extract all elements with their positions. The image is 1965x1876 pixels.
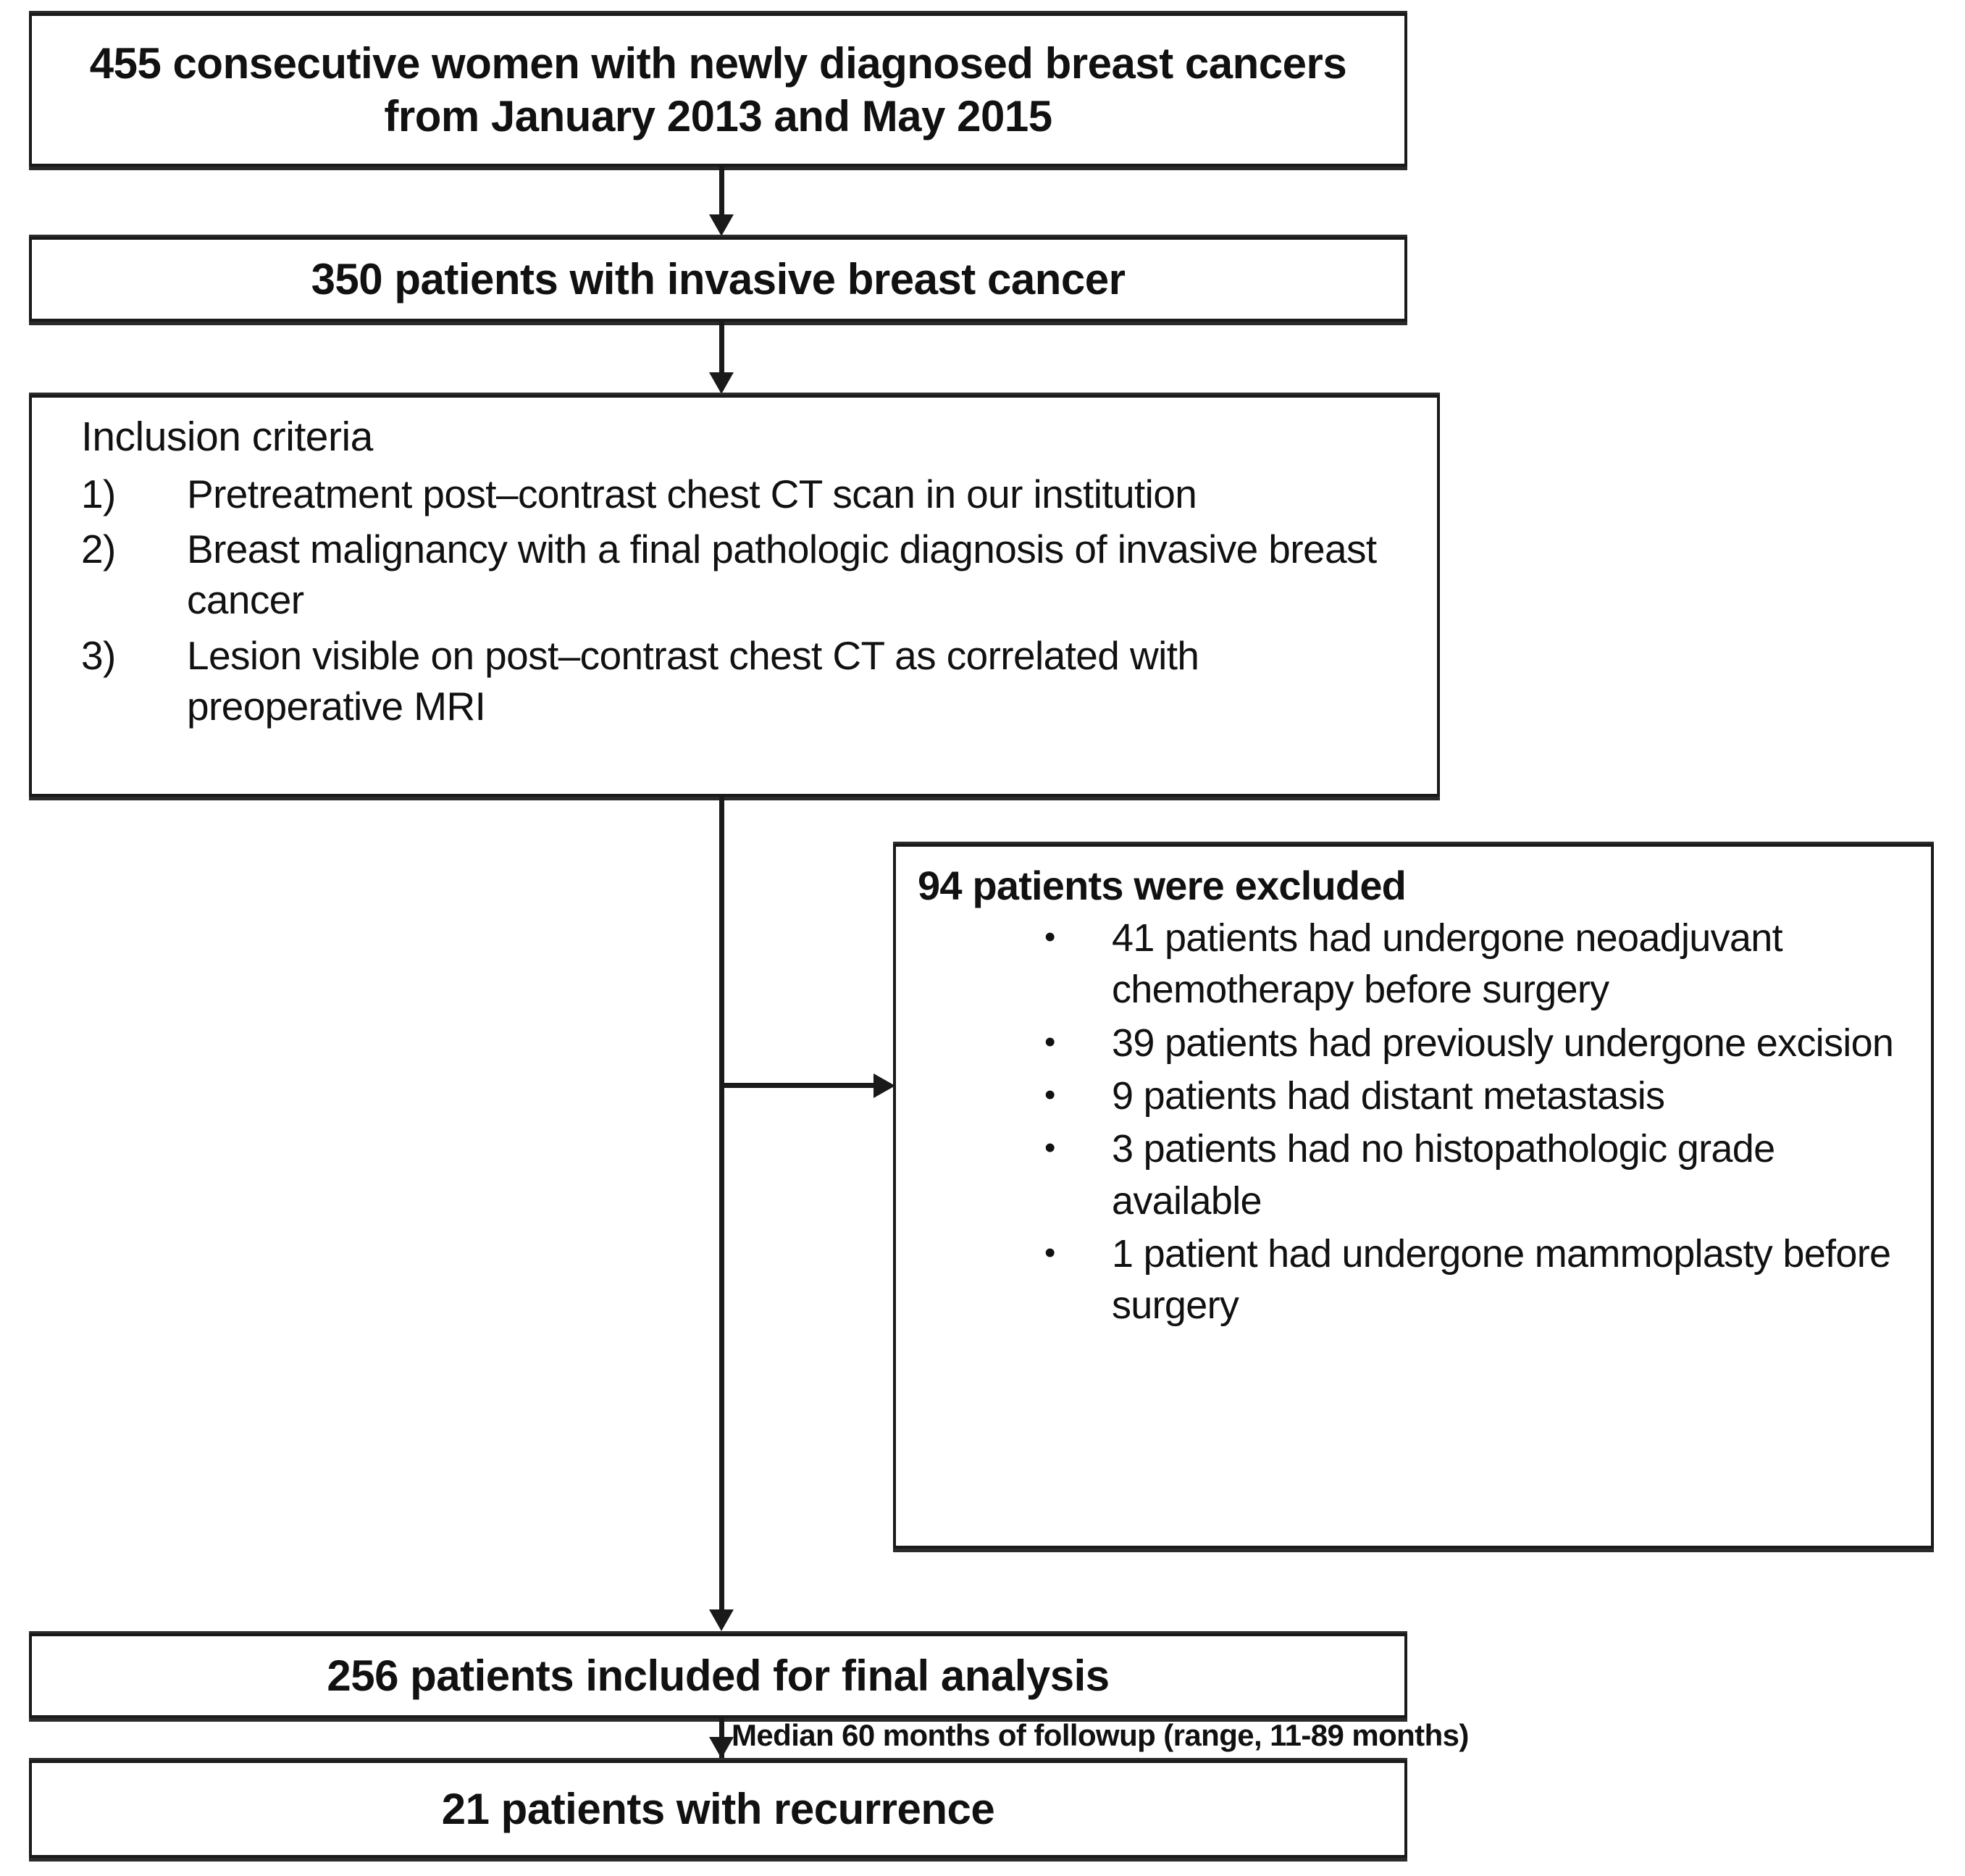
- node-inclusion-criteria: Inclusion criteria 1) Pretreatment post–…: [29, 395, 1440, 797]
- exclusion-item-text: 1 patient had undergone mammoplasty befo…: [1112, 1231, 1891, 1328]
- exclusion-item-text: 9 patients had distant metastasis: [1112, 1073, 1665, 1118]
- exclusion-item: • 3 patients had no histopathologic grad…: [918, 1123, 1919, 1227]
- node-invasive-label: 350 patients with invasive breast cancer: [311, 254, 1126, 303]
- arrowhead-final-to-recurrence: [709, 1737, 734, 1759]
- bullet-icon: •: [1044, 919, 1055, 955]
- inclusion-item-text: Lesion visible on post–contrast chest CT…: [187, 632, 1199, 729]
- node-cohort-line2: from January 2013 and May 2015: [384, 92, 1052, 141]
- connector-cohort-to-invasive: [719, 167, 724, 216]
- node-cohort: 455 consecutive women with newly diagnos…: [29, 13, 1407, 167]
- followup-edge-label: Median 60 months of followup (range, 11-…: [732, 1718, 1469, 1752]
- inclusion-item-marker: 3): [81, 632, 116, 678]
- inclusion-item: 3) Lesion visible on post–contrast chest…: [49, 630, 1420, 732]
- node-cohort-text: 455 consecutive women with newly diagnos…: [89, 37, 1347, 143]
- inclusion-item: 1) Pretreatment post–contrast chest CT s…: [49, 469, 1420, 519]
- exclusion-item: • 41 patients had undergone neoadjuvant …: [918, 913, 1919, 1016]
- node-final-label: 256 patients included for final analysis: [327, 1651, 1110, 1700]
- arrowhead-cohort-to-invasive: [709, 214, 734, 236]
- connector-to-exclusion: [721, 1083, 882, 1088]
- arrowhead-to-exclusion: [873, 1073, 895, 1098]
- bullet-icon: •: [1044, 1023, 1055, 1060]
- connector-inclusion-to-final: [719, 797, 724, 1615]
- exclusion-item: • 9 patients had distant metastasis: [918, 1071, 1919, 1122]
- exclusion-item-text: 41 patients had undergone neoadjuvant ch…: [1112, 916, 1783, 1012]
- inclusion-item-text: Breast malignancy with a final pathologi…: [187, 526, 1377, 623]
- bullet-icon: •: [1044, 1076, 1055, 1113]
- exclusion-item: • 39 patients had previously undergone e…: [918, 1018, 1919, 1069]
- node-final-analysis: 256 patients included for final analysis: [29, 1633, 1407, 1718]
- inclusion-item-marker: 1): [81, 471, 116, 516]
- exclusion-item: • 1 patient had undergone mammoplasty be…: [918, 1228, 1919, 1332]
- inclusion-item: 2) Breast malignancy with a final pathol…: [49, 524, 1420, 626]
- exclusion-item-text: 3 patients had no histopathologic grade …: [1112, 1127, 1775, 1223]
- node-exclusion: 94 patients were excluded • 41 patients …: [893, 844, 1934, 1549]
- node-recurrence: 21 patients with recurrence: [29, 1760, 1407, 1858]
- exclusion-list: • 41 patients had undergone neoadjuvant …: [918, 913, 1919, 1331]
- inclusion-title: Inclusion criteria: [81, 414, 373, 460]
- connector-invasive-to-inclusion: [719, 322, 724, 374]
- bullet-icon: •: [1044, 1234, 1055, 1270]
- inclusion-item-text: Pretreatment post–contrast chest CT scan…: [187, 471, 1197, 516]
- inclusion-list: 1) Pretreatment post–contrast chest CT s…: [49, 469, 1420, 732]
- exclusion-item-text: 39 patients had previously undergone exc…: [1112, 1021, 1894, 1065]
- exclusion-title: 94 patients were excluded: [918, 863, 1407, 908]
- node-cohort-line1: 455 consecutive women with newly diagnos…: [89, 38, 1347, 88]
- inclusion-item-marker: 2): [81, 526, 116, 571]
- arrowhead-inclusion-to-final: [709, 1609, 734, 1631]
- node-recurrence-label: 21 patients with recurrence: [441, 1784, 995, 1833]
- arrowhead-invasive-to-inclusion: [709, 372, 734, 394]
- bullet-icon: •: [1044, 1130, 1055, 1166]
- node-invasive: 350 patients with invasive breast cancer: [29, 237, 1407, 322]
